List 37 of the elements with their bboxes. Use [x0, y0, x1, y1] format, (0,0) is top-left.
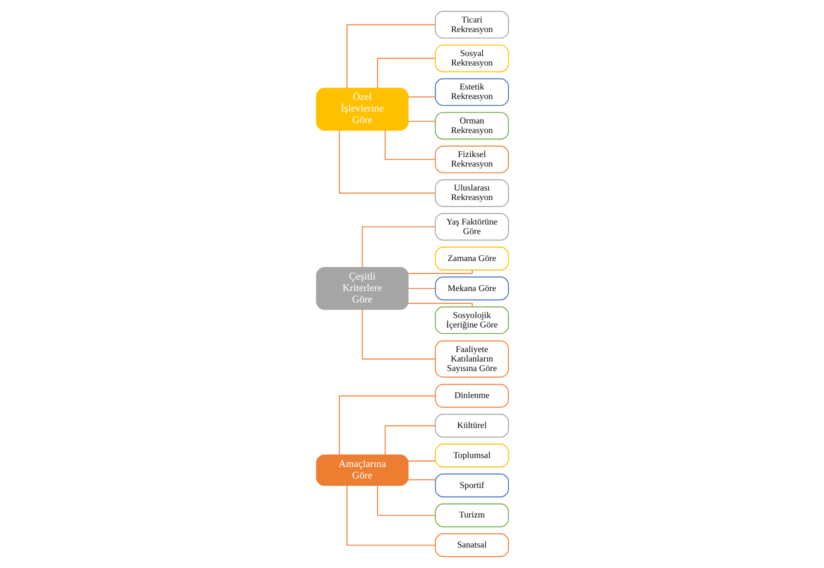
node-box: Dinlenme: [434, 384, 508, 408]
connector: [338, 395, 436, 456]
node-box: Çeşitli Kriterlere Göre: [316, 267, 408, 310]
node-box: Ticari Rekreasyon: [434, 10, 508, 39]
connector: [346, 24, 436, 89]
node-box: Sanatsal: [434, 533, 508, 558]
connector: [376, 58, 436, 89]
connector: [361, 308, 436, 360]
node-box: Turizm: [434, 503, 508, 528]
node-box: Yaş Faktörüne Göre: [434, 212, 508, 241]
node-box: Kültürel: [434, 414, 508, 438]
node-box: Sosyolojik İçeriğine Göre: [434, 306, 508, 334]
connector: [407, 479, 436, 480]
connector: [376, 485, 436, 516]
connector: [338, 130, 436, 194]
connector: [384, 425, 436, 456]
node-box: Toplumsal: [434, 444, 508, 468]
node-box: Sosyal Rekreasyon: [434, 44, 508, 72]
connector: [361, 226, 436, 268]
node-box: Orman Rekreasyon: [434, 112, 508, 140]
connector: [407, 96, 436, 98]
connector: [384, 130, 436, 160]
node-box: Faaliyete Katılanların Sayısına Göre: [434, 340, 508, 378]
node-box: Estetik Rekreasyon: [434, 78, 508, 106]
connector: [407, 120, 436, 122]
connector: [407, 288, 436, 289]
node-box: Sportif: [434, 474, 508, 498]
node-box: Uluslarası Rekreasyon: [434, 179, 508, 207]
connector: [407, 270, 472, 274]
node-box: Özel İşlevlerine Göre: [316, 88, 408, 131]
node-box: Amaçlarına Göre: [316, 454, 408, 486]
connector: [407, 460, 436, 462]
node-box: Fiziksel Rekreasyon: [434, 146, 508, 174]
node-box: Zamana Göre: [434, 246, 508, 270]
connector: [346, 485, 436, 546]
node-box: Mekana Göre: [434, 276, 508, 300]
connector: [407, 302, 472, 308]
